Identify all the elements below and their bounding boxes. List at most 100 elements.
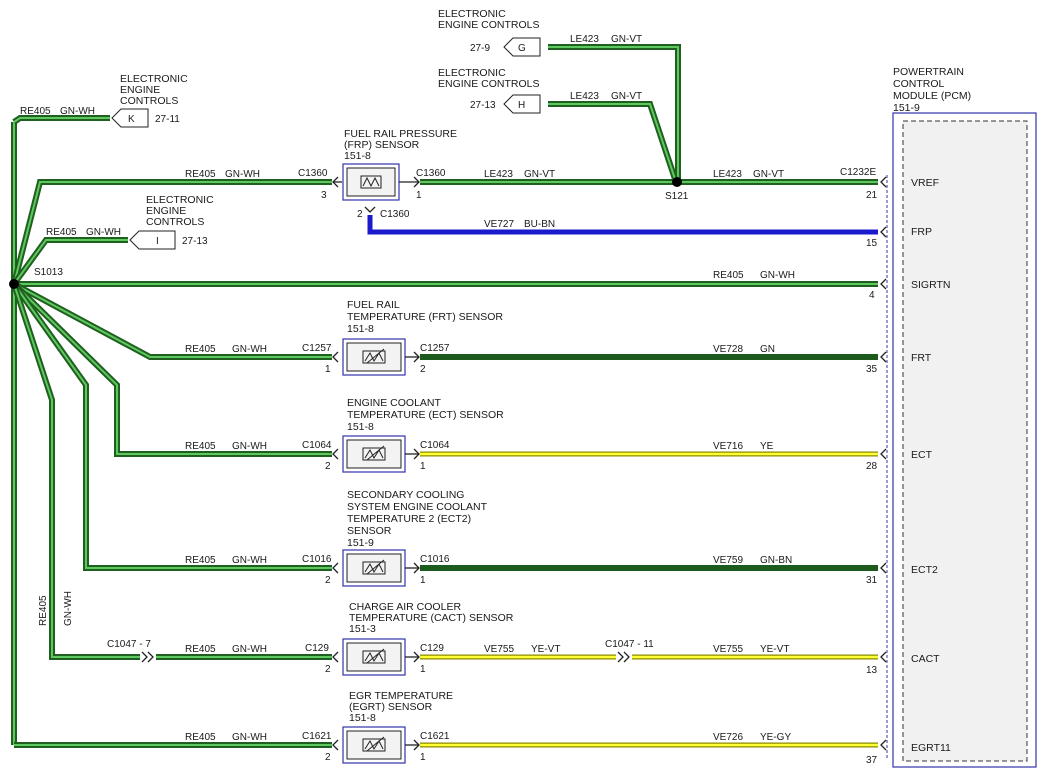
svg-text:27-9: 27-9 (470, 43, 490, 54)
pcm-title-2: CONTROL (893, 78, 944, 90)
pcm-pin-frp: FRP (911, 226, 932, 238)
svg-text:2: 2 (357, 209, 363, 220)
svg-text:C1360: C1360 (416, 168, 446, 179)
svg-text:GN-WH: GN-WH (63, 591, 74, 626)
svg-text:GN-WH: GN-WH (225, 169, 260, 180)
sensor-egrt: EGR TEMPERATURE (EGRT) SENSOR 151-8 C162… (302, 690, 453, 764)
svg-text:GN-WH: GN-WH (232, 441, 267, 452)
pcm-pinnum-15: 15 (866, 238, 878, 249)
svg-text:FUEL RAIL: FUEL RAIL (347, 299, 400, 311)
offpage-h-letter: H (518, 100, 525, 111)
svg-text:VE716: VE716 (713, 441, 743, 452)
offpage-k-letter: K (128, 114, 135, 125)
offpage-k: ELECTRONIC ENGINE CONTROLS K 27-11 (111, 73, 188, 128)
svg-text:1: 1 (420, 664, 426, 675)
svg-text:EGR TEMPERATURE: EGR TEMPERATURE (349, 690, 453, 702)
svg-text:151-8: 151-8 (347, 323, 374, 335)
svg-text:BU-BN: BU-BN (524, 219, 555, 230)
svg-text:GN-VT: GN-VT (524, 169, 555, 180)
pcm-title-4: 151-9 (893, 102, 920, 114)
svg-text:RE405: RE405 (185, 169, 216, 180)
wires (11, 44, 878, 748)
svg-text:151-8: 151-8 (347, 421, 374, 433)
sensor-frp: FUEL RAIL PRESSURE (FRP) SENSOR 151-8 C1… (298, 128, 457, 220)
offpage-i: ELECTRONIC ENGINE CONTROLS I 27-13 (129, 194, 214, 250)
svg-text:CONTROLS: CONTROLS (146, 216, 204, 228)
sensor-ect: ENGINE COOLANT TEMPERATURE (ECT) SENSOR … (302, 397, 504, 473)
offpage-g: ELECTRONIC ENGINE CONTROLS 27-9 G (438, 8, 541, 57)
pcm-pinnum-4: 4 (869, 290, 875, 301)
svg-text:RE405: RE405 (185, 644, 216, 655)
svg-text:1: 1 (416, 190, 422, 201)
svg-text:LE423: LE423 (713, 169, 742, 180)
svg-text:2: 2 (325, 752, 331, 763)
svg-text:TEMPERATURE (CACT) SENSOR: TEMPERATURE (CACT) SENSOR (349, 612, 514, 624)
svg-text:C1621: C1621 (420, 731, 450, 742)
svg-text:ENGINE: ENGINE (120, 84, 160, 96)
pcm-pin-sigrtn: SIGRTN (911, 279, 950, 291)
svg-text:ENGINE: ENGINE (146, 205, 186, 217)
pcm-pin-ect2: ECT2 (911, 564, 938, 576)
svg-text:LE423: LE423 (484, 169, 513, 180)
svg-text:27-11: 27-11 (155, 114, 180, 125)
svg-text:RE405: RE405 (713, 270, 744, 281)
svg-text:VE759: VE759 (713, 555, 743, 566)
svg-text:RE405: RE405 (46, 227, 77, 238)
svg-text:YE: YE (760, 441, 774, 452)
svg-text:YE-VT: YE-VT (760, 644, 789, 655)
pcm-pin-frt: FRT (911, 352, 932, 364)
svg-text:CHARGE AIR COOLER: CHARGE AIR COOLER (349, 601, 461, 613)
sensor-ect-connector: C1064 (302, 440, 332, 451)
svg-text:RE405: RE405 (185, 732, 216, 743)
pcm-pinnum-37: 37 (866, 755, 878, 766)
offpage-g-letter: G (518, 43, 526, 54)
svg-text:2: 2 (420, 364, 426, 375)
svg-text:SECONDARY COOLING: SECONDARY COOLING (347, 489, 464, 501)
svg-text:ENGINE CONTROLS: ENGINE CONTROLS (438, 19, 540, 31)
svg-text:GN-WH: GN-WH (232, 644, 267, 655)
svg-text:27-13: 27-13 (470, 100, 496, 111)
pcm-pin-connectors (880, 176, 887, 751)
svg-text:C1257: C1257 (420, 343, 450, 354)
svg-text:GN-VT: GN-VT (611, 91, 642, 102)
svg-text:1: 1 (420, 461, 426, 472)
svg-text:ELECTRONIC: ELECTRONIC (438, 67, 506, 79)
pcm-pin-egrt11: EGRT11 (911, 742, 951, 754)
svg-text:3: 3 (321, 190, 327, 201)
svg-text:C1064: C1064 (420, 440, 450, 451)
svg-text:S121: S121 (665, 191, 689, 202)
svg-text:GN-WH: GN-WH (60, 106, 95, 117)
svg-text:GN-WH: GN-WH (86, 227, 121, 238)
svg-text:2: 2 (325, 461, 331, 472)
svg-text:ELECTRONIC: ELECTRONIC (120, 73, 188, 85)
pcm-pinnum-21: 21 (866, 190, 878, 201)
svg-text:RE405: RE405 (38, 595, 49, 626)
sensor-frt: FUEL RAIL TEMPERATURE (FRT) SENSOR 151-8… (302, 299, 503, 376)
svg-text:RE405: RE405 (185, 344, 216, 355)
pcm-pin-cact: CACT (911, 653, 940, 665)
svg-text:GN-VT: GN-VT (611, 34, 642, 45)
svg-text:CONTROLS: CONTROLS (120, 95, 178, 107)
svg-text:2: 2 (325, 575, 331, 586)
svg-text:GN-WH: GN-WH (232, 555, 267, 566)
svg-text:C1047 - 7: C1047 - 7 (107, 639, 151, 650)
svg-text:GN: GN (760, 344, 775, 355)
offpage-h: ELECTRONIC ENGINE CONTROLS 27-13 H (438, 67, 541, 114)
pcm-pinnum-13: 13 (866, 665, 878, 676)
svg-text:C1047 - 11: C1047 - 11 (605, 639, 654, 650)
svg-text:VE726: VE726 (713, 732, 743, 743)
svg-text:FUEL RAIL PRESSURE: FUEL RAIL PRESSURE (344, 128, 457, 140)
svg-text:GN-WH: GN-WH (232, 344, 267, 355)
svg-text:S1013: S1013 (34, 267, 63, 278)
inline-connector-c1047-7: C1047 - 7 (107, 639, 154, 663)
pcm-module: POWERTRAIN CONTROL MODULE (PCM) 151-9 VR… (840, 66, 1037, 768)
svg-text:27-13: 27-13 (182, 236, 208, 247)
sensor-frt-connector: C1257 (302, 343, 332, 354)
svg-text:VE727: VE727 (484, 219, 514, 230)
svg-text:SENSOR: SENSOR (347, 525, 392, 537)
sensor-ect2: SECONDARY COOLING SYSTEM ENGINE COOLANT … (302, 489, 488, 587)
sensor-egrt-connector: C1621 (302, 731, 332, 742)
pcm-pin-ect: ECT (911, 449, 933, 461)
